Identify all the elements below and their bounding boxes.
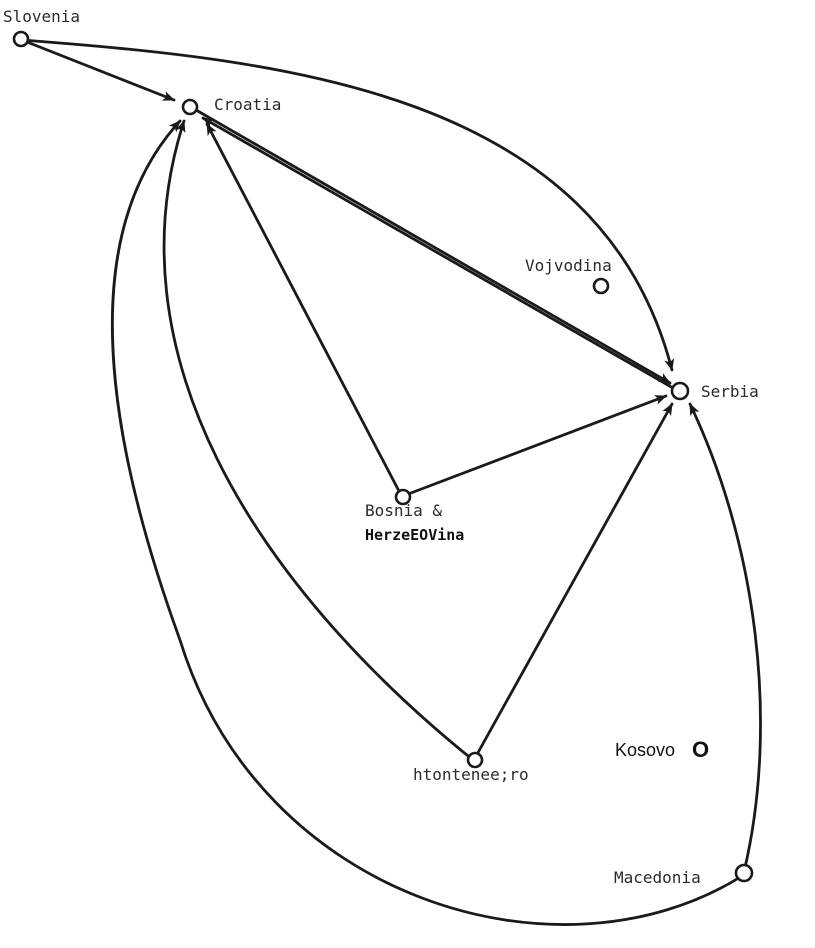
node-croatia bbox=[181, 98, 199, 116]
label-slovenia: Slovenia bbox=[3, 7, 80, 26]
node-vojvodina bbox=[592, 277, 610, 295]
label-bosnia-line2: HerzeEOVina bbox=[365, 526, 464, 544]
node-macedonia bbox=[734, 863, 754, 883]
label-serbia: Serbia bbox=[701, 382, 759, 401]
label-vojvodina: Vojvodina bbox=[525, 256, 612, 275]
edge-slovenia-serbia bbox=[20, 38, 675, 372]
label-kosovo: Kosovo bbox=[615, 740, 675, 760]
nodes bbox=[12, 30, 754, 883]
edge-slovenia-croatia bbox=[20, 38, 176, 102]
node-bosnia bbox=[394, 488, 412, 506]
edge-macedonia-serbia bbox=[688, 402, 762, 874]
edge-montenegro-serbia bbox=[473, 402, 674, 760]
label-macedonia: Macedonia bbox=[614, 868, 701, 887]
edge-bosnia-serbia bbox=[401, 394, 668, 498]
labels: Slovenia Croatia Vojvodina Serbia Bosnia… bbox=[3, 7, 759, 887]
label-croatia: Croatia bbox=[214, 95, 281, 114]
node-slovenia bbox=[12, 30, 30, 48]
edge-serbia-croatia bbox=[201, 116, 682, 394]
kosovo-node-marker: O bbox=[692, 737, 709, 762]
edge-croatia-serbia bbox=[194, 108, 672, 385]
edge-bosnia-croatia bbox=[205, 122, 402, 495]
edge-montenegro-croatia bbox=[162, 119, 475, 762]
label-montenegro: htontenee;ro bbox=[413, 765, 529, 784]
edges bbox=[20, 38, 762, 926]
edge-macedonia-croatia bbox=[110, 119, 744, 926]
label-bosnia-line1: Bosnia & bbox=[365, 501, 442, 520]
node-serbia bbox=[670, 381, 690, 401]
node-montenegro bbox=[466, 751, 484, 769]
